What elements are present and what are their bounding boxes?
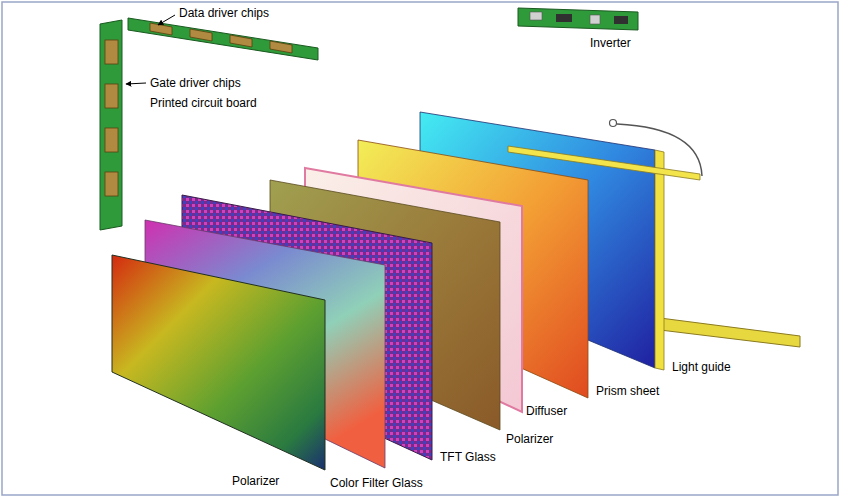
- data-driver-board: [128, 18, 318, 60]
- inverter-board: [518, 8, 638, 30]
- leader-arrow: [158, 15, 175, 25]
- part-label: Color Filter Glass: [330, 476, 423, 490]
- part-label: Prism sheet: [596, 384, 659, 398]
- part-label: Diffuser: [526, 404, 567, 418]
- part-label: Data driver chips: [179, 6, 269, 20]
- lamp-bar: [655, 150, 664, 370]
- lamp-wire: [617, 124, 702, 176]
- part-label: Printed circuit board: [150, 96, 257, 110]
- leader-arrow: [126, 83, 146, 84]
- lamp-reflector: [660, 318, 800, 347]
- part-label: Polarizer: [232, 474, 279, 488]
- wire-connector: [610, 120, 617, 127]
- part-label: Inverter: [590, 36, 631, 50]
- part-label: Polarizer: [506, 432, 553, 446]
- part-label: Gate driver chips: [150, 76, 241, 90]
- part-label: TFT Glass: [440, 450, 496, 464]
- gate-driver-board: [100, 20, 122, 230]
- part-label: Light guide: [672, 360, 731, 374]
- front-polarizer: [112, 255, 325, 470]
